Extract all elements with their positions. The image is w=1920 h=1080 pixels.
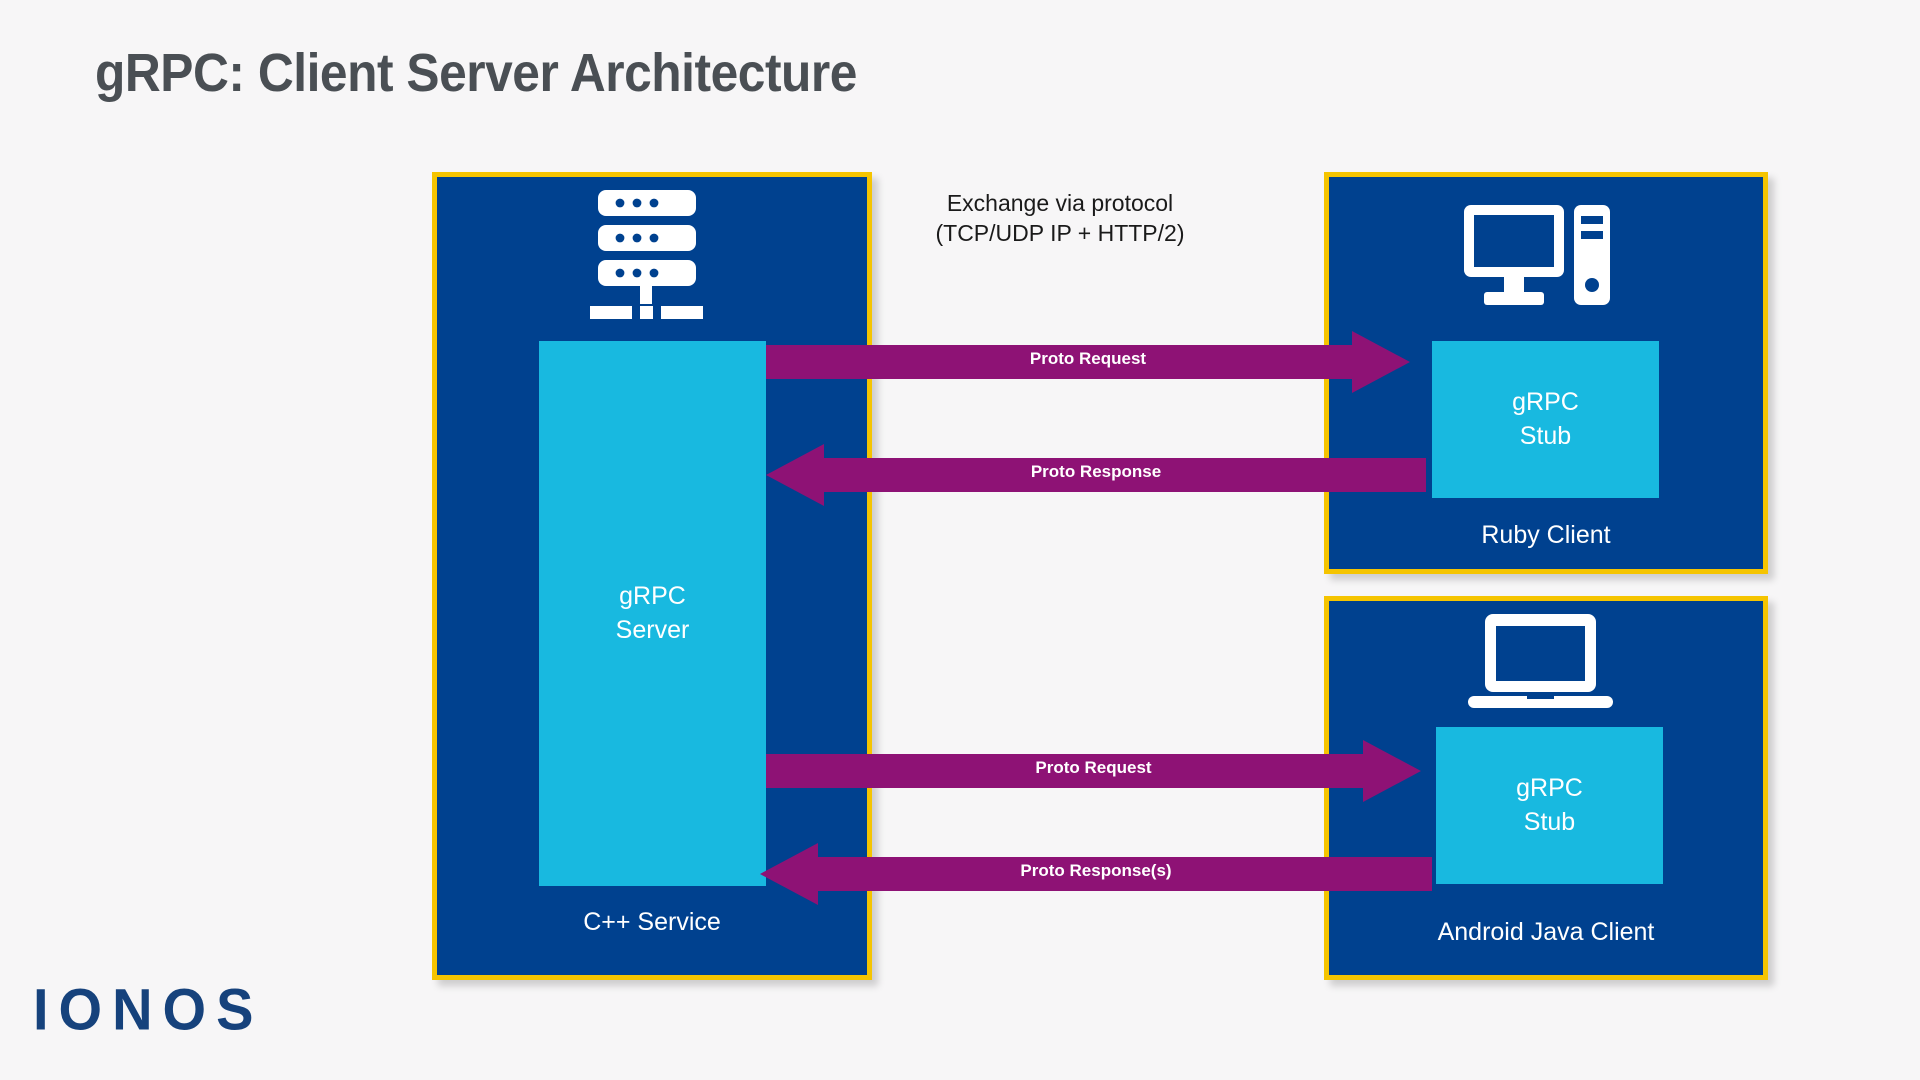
protocol-note: Exchange via protocol (TCP/UDP IP + HTTP… [935, 190, 1185, 247]
proto-response-top-label: Proto Response [1030, 462, 1162, 481]
android-grpc-stub-box: gRPC Stub [1436, 727, 1663, 884]
ionos-logo: IONOS [33, 976, 264, 1043]
proto-response-bottom-arrow: Proto Response(s) [760, 843, 1432, 905]
ruby-grpc-stub-box: gRPC Stub [1432, 341, 1659, 498]
laptop-icon [1468, 612, 1613, 712]
proto-request-bottom-arrow: Proto Request [766, 740, 1421, 802]
server-panel-caption: C++ Service [583, 908, 721, 936]
proto-response-top-arrow: Proto Response [766, 444, 1426, 506]
proto-request-top-label: Proto Request [1029, 349, 1147, 368]
server-rack-icon [582, 188, 712, 323]
grpc-server-box: gRPC Server [539, 341, 766, 886]
page-title: gRPC: Client Server Architecture [95, 43, 857, 103]
proto-request-bottom-label: Proto Request [1035, 758, 1152, 777]
android-client-caption: Android Java Client [1437, 918, 1655, 946]
proto-request-top-arrow: Proto Request [766, 331, 1410, 393]
proto-response-bottom-label: Proto Response(s) [1020, 861, 1172, 880]
ruby-client-caption: Ruby Client [1481, 521, 1611, 549]
desktop-computer-icon [1462, 203, 1612, 308]
